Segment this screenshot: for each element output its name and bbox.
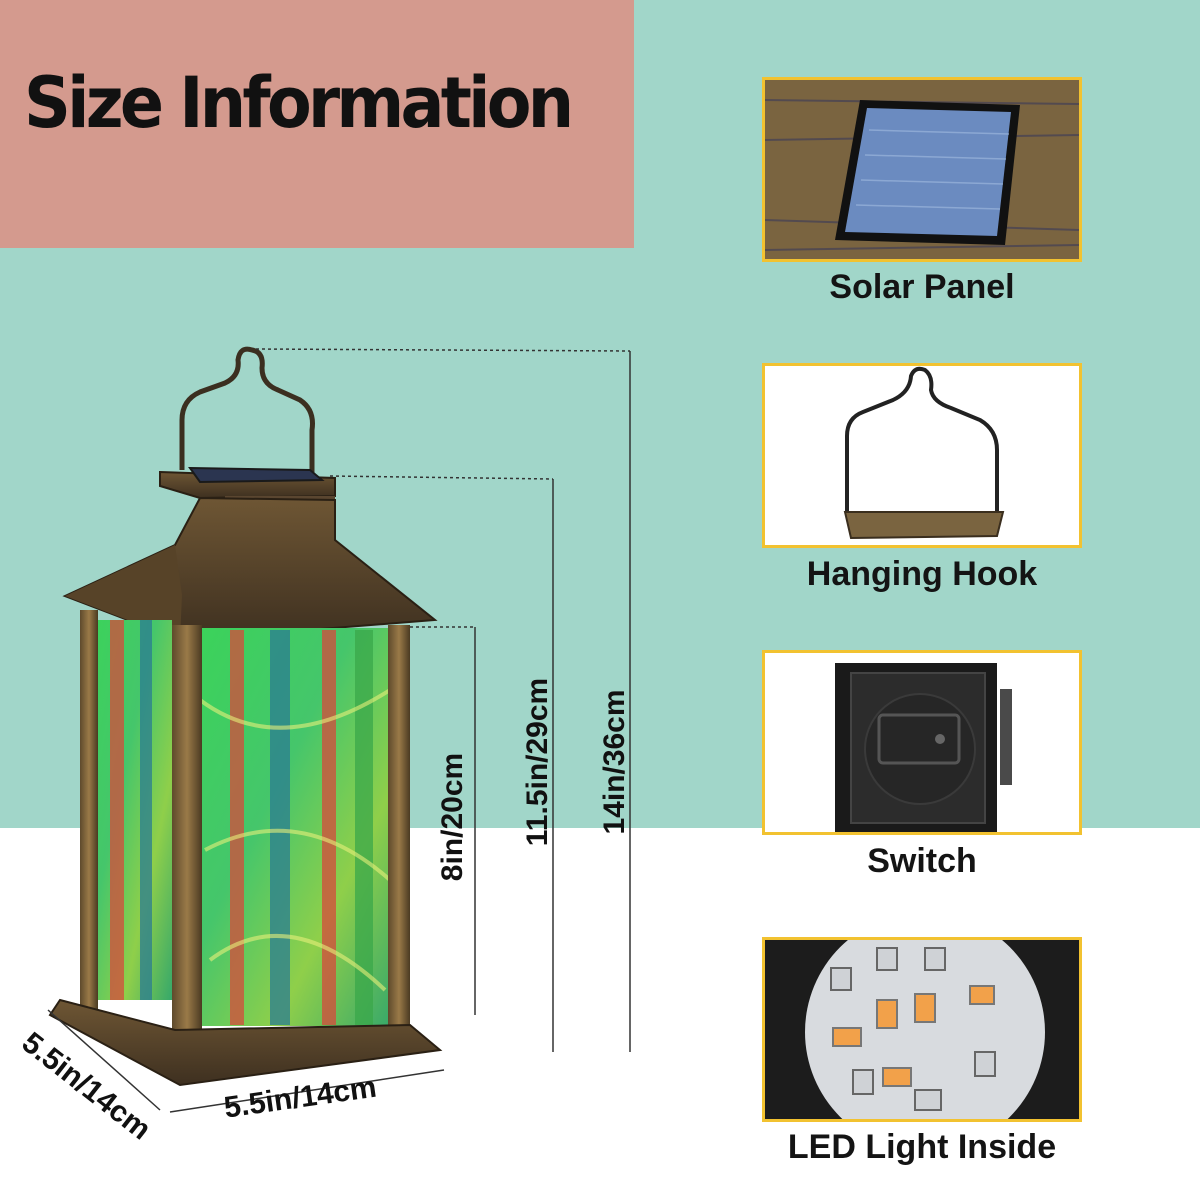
lantern-illustration <box>47 346 631 1113</box>
switch-label: Switch <box>867 842 977 880</box>
solar-panel-label: Solar Panel <box>829 268 1015 306</box>
led-light-label: LED Light Inside <box>787 1128 1057 1166</box>
body-height-label: 11.5in/29cm <box>521 677 554 847</box>
switch-icon <box>765 653 1079 832</box>
led-board-photo <box>762 937 1082 1122</box>
hanging-hook-photo <box>762 363 1082 548</box>
switch-photo <box>762 650 1082 835</box>
lantern-base <box>48 998 443 1087</box>
title-banner: Size Information <box>0 0 634 248</box>
glass-panel-left <box>92 620 172 1000</box>
handle-wire <box>179 346 315 475</box>
hanging-hook-label: Hanging Hook <box>806 555 1038 593</box>
hanging-hook-icon <box>765 366 1079 545</box>
total-height-label: 14in/36cm <box>598 689 631 835</box>
solar-panel-icon <box>765 80 1079 259</box>
solar-panel-photo <box>762 77 1082 262</box>
lantern-roof <box>62 496 438 642</box>
page-title: Size Information <box>24 62 574 144</box>
led-board-icon <box>765 940 1079 1119</box>
glass-height-label: 8in/20cm <box>436 752 469 882</box>
